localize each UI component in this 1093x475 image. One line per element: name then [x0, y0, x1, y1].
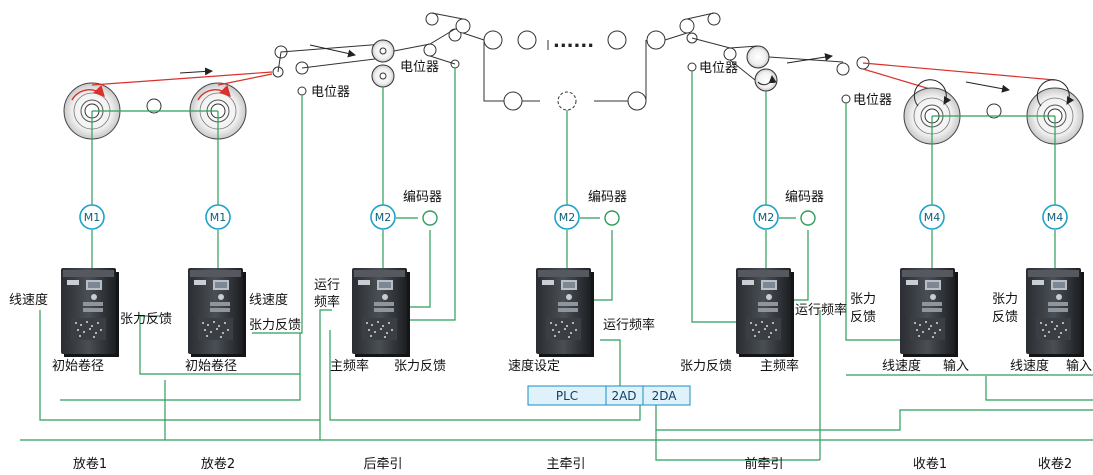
plc-module: PLC 2AD 2DA: [527, 385, 691, 406]
encoder-label-rear: 编码器: [403, 190, 442, 205]
inverter-front-traction: [736, 268, 794, 357]
rear-encoder: [422, 210, 438, 226]
section-title: 放卷2: [201, 456, 235, 472]
rewind1-web: [862, 68, 931, 90]
motor-label: M4: [924, 211, 941, 224]
section-title: 收卷2: [1038, 456, 1072, 472]
section-title: 放卷1: [73, 456, 107, 472]
tension-label-rewind1-b: 反馈: [850, 310, 876, 325]
main-traction-roller: [557, 91, 577, 111]
motors: M1 M1 M2 M2 M2 M4 M4: [79, 204, 1068, 230]
motor-m-front: M2: [753, 204, 779, 230]
inverter-rewind1: [900, 268, 958, 357]
motor-label: M1: [210, 211, 227, 224]
unwind1-rotation-arrow: [71, 85, 105, 101]
motor-m-main: M2: [554, 204, 580, 230]
front-encoder: [800, 210, 816, 226]
plc-2da-label: 2DA: [652, 389, 678, 403]
tension-feedback-label-front: 张力反馈: [680, 359, 732, 374]
section-title: 主牵引: [546, 457, 585, 472]
motor-label: M4: [1047, 211, 1064, 224]
run-freq-label-rear-1: 运行: [314, 278, 340, 293]
run-frequency-label-main: 运行频率: [603, 317, 655, 333]
encoder-label-front: 编码器: [785, 190, 824, 205]
motor-circle: [1042, 204, 1068, 230]
motor-circle: [753, 204, 779, 230]
motor-m-rear: M2: [370, 204, 396, 230]
web-direction-arrow: [179, 67, 213, 76]
initial-diameter-label-2: 初始卷径: [185, 358, 237, 374]
run-frequency-label-front: 运行频率: [795, 302, 847, 318]
inverter-unwind2: [188, 268, 246, 357]
inverter-main-traction: [536, 268, 594, 357]
section-title: 收卷1: [913, 456, 947, 472]
motor-circle: [79, 204, 105, 230]
potentiometer-1: [297, 86, 307, 96]
main-frequency-label-front: 主频率: [760, 358, 799, 374]
potentiometer-4: [841, 94, 851, 104]
inverter-unwind1: [61, 268, 119, 357]
front-traction-roller-top: [746, 45, 770, 69]
main-encoder: [604, 210, 620, 226]
motor-label: M2: [758, 211, 775, 224]
potentiometer-label-1: 电位器: [311, 85, 350, 100]
motor-circle: [554, 204, 580, 230]
initial-diameter-label-1: 初始卷径: [52, 358, 104, 374]
motor-label: M1: [84, 211, 101, 224]
unwind2-rotation-arrow: [197, 85, 231, 101]
tension-feedback-label-rear: 张力反馈: [394, 359, 446, 374]
potentiometer-3: [687, 62, 697, 72]
motor-m-rewind2: M4: [1042, 204, 1068, 230]
section-titles: 放卷1 放卷2 后牵引 主牵引 前牵引 收卷1 收卷2: [73, 456, 1072, 472]
potentiometer-label-4: 电位器: [853, 93, 892, 108]
unwind1-web: [91, 71, 273, 86]
speed-setting-label: 速度设定: [508, 358, 560, 374]
motor-circle: [370, 204, 396, 230]
inverter-rewind2: [1026, 268, 1084, 357]
input-label-rewind2: 输入: [1066, 358, 1092, 374]
encoder-label-main: 编码器: [588, 190, 627, 205]
front-traction-roller-bottom: [754, 68, 778, 92]
line-speed-label-2: 线速度: [249, 292, 288, 308]
run-freq-label-rear-2: 频率: [314, 294, 340, 310]
tension-label-rewind1-a: 张力: [850, 292, 876, 307]
tension-feedback-label-1: 张力反馈: [120, 312, 172, 327]
line-speed-label-rewind2: 线速度: [1010, 358, 1049, 374]
motor-m-unwind1: M1: [79, 204, 105, 230]
plc-2ad-label: 2AD: [611, 389, 636, 403]
motor-circle: [919, 204, 945, 230]
unwind2-web: [217, 73, 273, 86]
tension-label-rewind2-b: 反馈: [992, 310, 1018, 325]
line-speed-label-rewind1: 线速度: [882, 358, 921, 374]
plc-label: PLC: [556, 389, 578, 403]
tension-label-rewind2-a: 张力: [992, 292, 1018, 307]
input-label-rewind1: 输入: [943, 358, 969, 374]
motor-circle: [205, 204, 231, 230]
inverter-rear-traction: [352, 268, 410, 357]
main-frequency-label-rear: 主频率: [330, 358, 369, 374]
control-wiring: [20, 68, 1093, 461]
section-title: 后牵引: [363, 457, 402, 472]
inverters: [61, 268, 1084, 357]
encoders: [422, 210, 816, 226]
motor-m-rewind1: M4: [919, 204, 945, 230]
motor-m-unwind2: M1: [205, 204, 231, 230]
motor-label: M2: [375, 211, 392, 224]
ellipsis-dots: ......: [553, 31, 594, 52]
idler-roller: [146, 98, 162, 114]
potentiometer-label-2: 电位器: [400, 60, 439, 75]
rewind2-web: [862, 62, 1056, 81]
section-title: 前牵引: [744, 456, 783, 472]
motor-label: M2: [559, 211, 576, 224]
tension-feedback-label-2: 张力反馈: [249, 318, 301, 333]
potentiometer-label-3: 电位器: [699, 61, 738, 76]
annotations: 电位器 电位器 电位器 电位器 编码器 编码器 编码器 线速度 张力反馈 初始卷…: [9, 60, 1092, 374]
web-path: ......: [63, 12, 1084, 145]
line-speed-label-1: 线速度: [9, 292, 48, 308]
